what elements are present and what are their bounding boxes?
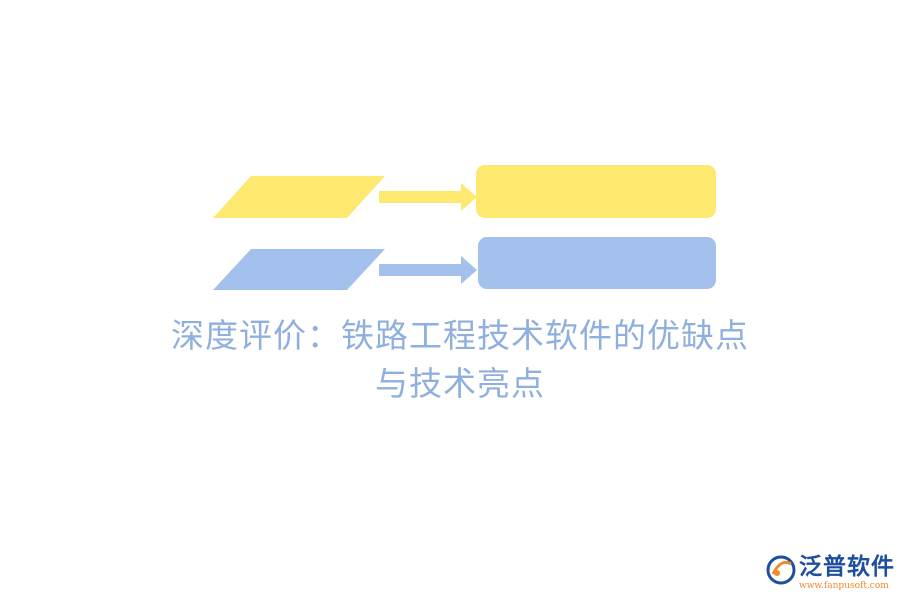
blue-parallelogram-shape [213, 249, 385, 290]
blue-parallelogram [213, 249, 385, 290]
page-title: 深度评价：铁路工程技术软件的优缺点 与技术亮点 [150, 312, 770, 408]
logo-brand-text: 泛普软件 [799, 554, 895, 580]
title-line-1: 深度评价：铁路工程技术软件的优缺点 [171, 316, 749, 355]
yellow-parallelogram-shape [213, 176, 385, 218]
yellow-arrow-icon [379, 183, 477, 211]
blue-box [478, 237, 716, 289]
logo-url-text: www.fanpusoft.com [799, 581, 889, 591]
title-line-2: 与技术亮点 [375, 364, 545, 403]
yellow-box [476, 165, 716, 218]
blue-arrow-icon [379, 256, 477, 284]
fanpu-logo: 泛普软件 www.fanpusoft.com [765, 552, 895, 596]
yellow-parallelogram [213, 176, 385, 218]
fanpu-logo-icon [766, 555, 796, 585]
